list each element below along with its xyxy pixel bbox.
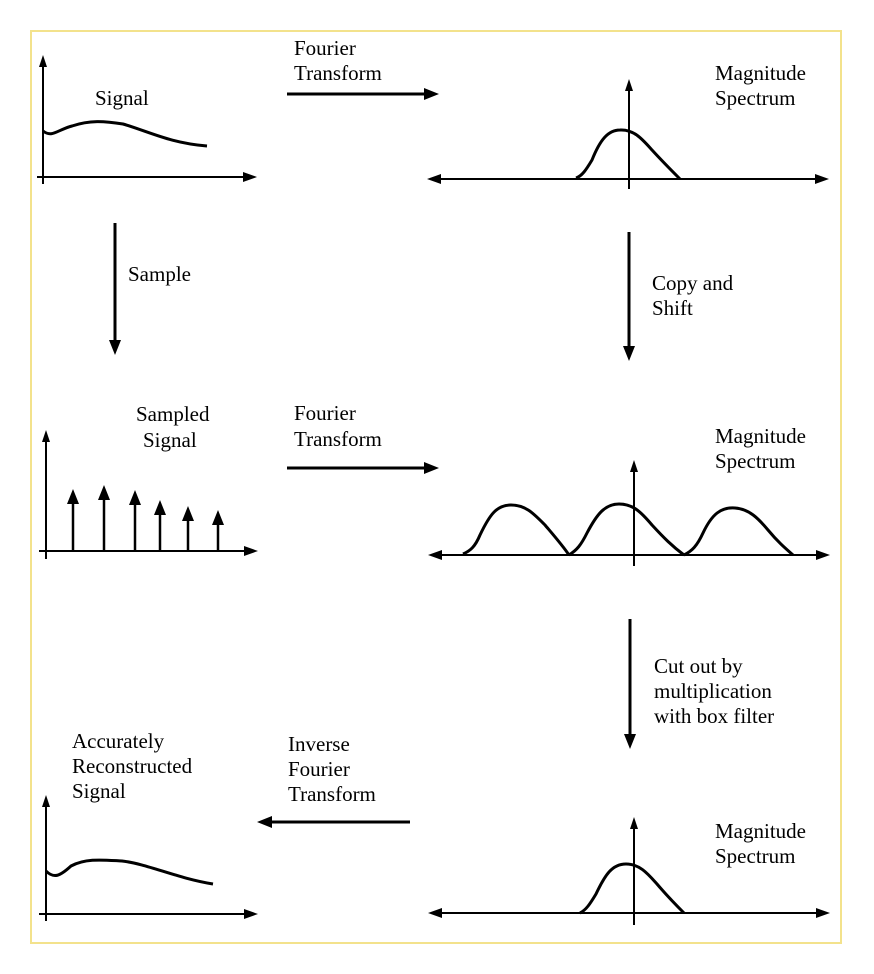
signal-axes (37, 55, 257, 184)
signal-label: Signal (95, 86, 149, 110)
signal-panel: Signal (37, 55, 257, 184)
spectrum-copy-center (568, 502, 685, 557)
box-filter-line-3: with box filter (654, 704, 774, 728)
spectrum-bottom-line-2: Spectrum (715, 844, 795, 868)
fourier-top-line-1: Fourier (294, 36, 356, 60)
sampled-signal-line-1: Sampled (136, 402, 210, 426)
sampled-signal-panel: Sampled Signal (39, 402, 258, 559)
sample-impulse (212, 510, 224, 551)
spectrum-middle-line-2: Spectrum (715, 449, 795, 473)
sample-impulse (98, 485, 110, 551)
fourier-transform-step-middle: Fourier Transform (287, 401, 439, 474)
sampled-signal-line-2: Signal (143, 428, 197, 452)
sample-arrowhead (109, 340, 121, 355)
diagram-frame (30, 30, 842, 944)
spectrum-copy-left (462, 503, 571, 556)
spectrum-middle-line-1: Magnitude (715, 424, 806, 448)
spectrum-bottom-curve (579, 862, 686, 915)
sample-label: Sample (128, 262, 191, 286)
sample-step: Sample (109, 223, 191, 355)
inverse-fourier-line-1: Inverse (288, 732, 350, 756)
sample-impulse (182, 506, 194, 551)
signal-curve (42, 120, 208, 148)
inverse-fourier-step: Inverse Fourier Transform (257, 732, 410, 828)
inverse-fourier-line-3: Transform (288, 782, 376, 806)
spectrum-top-axes (427, 79, 829, 189)
inverse-fourier-line-2: Fourier (288, 757, 350, 781)
copy-shift-line-1: Copy and (652, 271, 734, 295)
sample-impulse (67, 489, 79, 551)
inverse-fourier-arrowhead (257, 816, 272, 828)
sample-impulses (67, 485, 224, 551)
spectrum-panel-bottom: Magnitude Spectrum (428, 817, 830, 925)
reconstructed-signal-curve (44, 858, 214, 886)
spectrum-bottom-axes (428, 817, 830, 925)
spectrum-copy-right (683, 506, 794, 557)
fourier-middle-line-2: Transform (294, 427, 382, 451)
spectrum-panel-middle: Magnitude Spectrum (428, 424, 830, 566)
box-filter-arrowhead (624, 734, 636, 749)
copy-shift-line-2: Shift (652, 296, 693, 320)
spectrum-top-line-1: Magnitude (715, 61, 806, 85)
reconstructed-signal-axes (39, 795, 258, 921)
spectrum-middle-axes (428, 460, 830, 566)
sample-impulse (154, 500, 166, 551)
reconstructed-line-3: Signal (72, 779, 126, 803)
box-filter-line-1: Cut out by (654, 654, 743, 678)
copy-shift-arrowhead (623, 346, 635, 361)
fourier-top-arrowhead (424, 88, 439, 100)
reconstructed-line-1: Accurately (72, 729, 165, 753)
fourier-transform-step-top: Fourier Transform (287, 36, 439, 100)
spectrum-panel-top: Magnitude Spectrum (427, 61, 829, 189)
fourier-middle-line-1: Fourier (294, 401, 356, 425)
fourier-middle-arrowhead (424, 462, 439, 474)
reconstructed-signal-panel: Accurately Reconstructed Signal (39, 729, 258, 921)
box-filter-step: Cut out by multiplication with box filte… (624, 619, 774, 749)
spectrum-top-line-2: Spectrum (715, 86, 795, 110)
fourier-top-line-2: Transform (294, 61, 382, 85)
copy-shift-step: Copy and Shift (623, 232, 734, 361)
sample-impulse (129, 490, 141, 551)
spectrum-top-curve (575, 128, 682, 181)
box-filter-line-2: multiplication (654, 679, 772, 703)
spectrum-bottom-line-1: Magnitude (715, 819, 806, 843)
reconstructed-line-2: Reconstructed (72, 754, 193, 778)
